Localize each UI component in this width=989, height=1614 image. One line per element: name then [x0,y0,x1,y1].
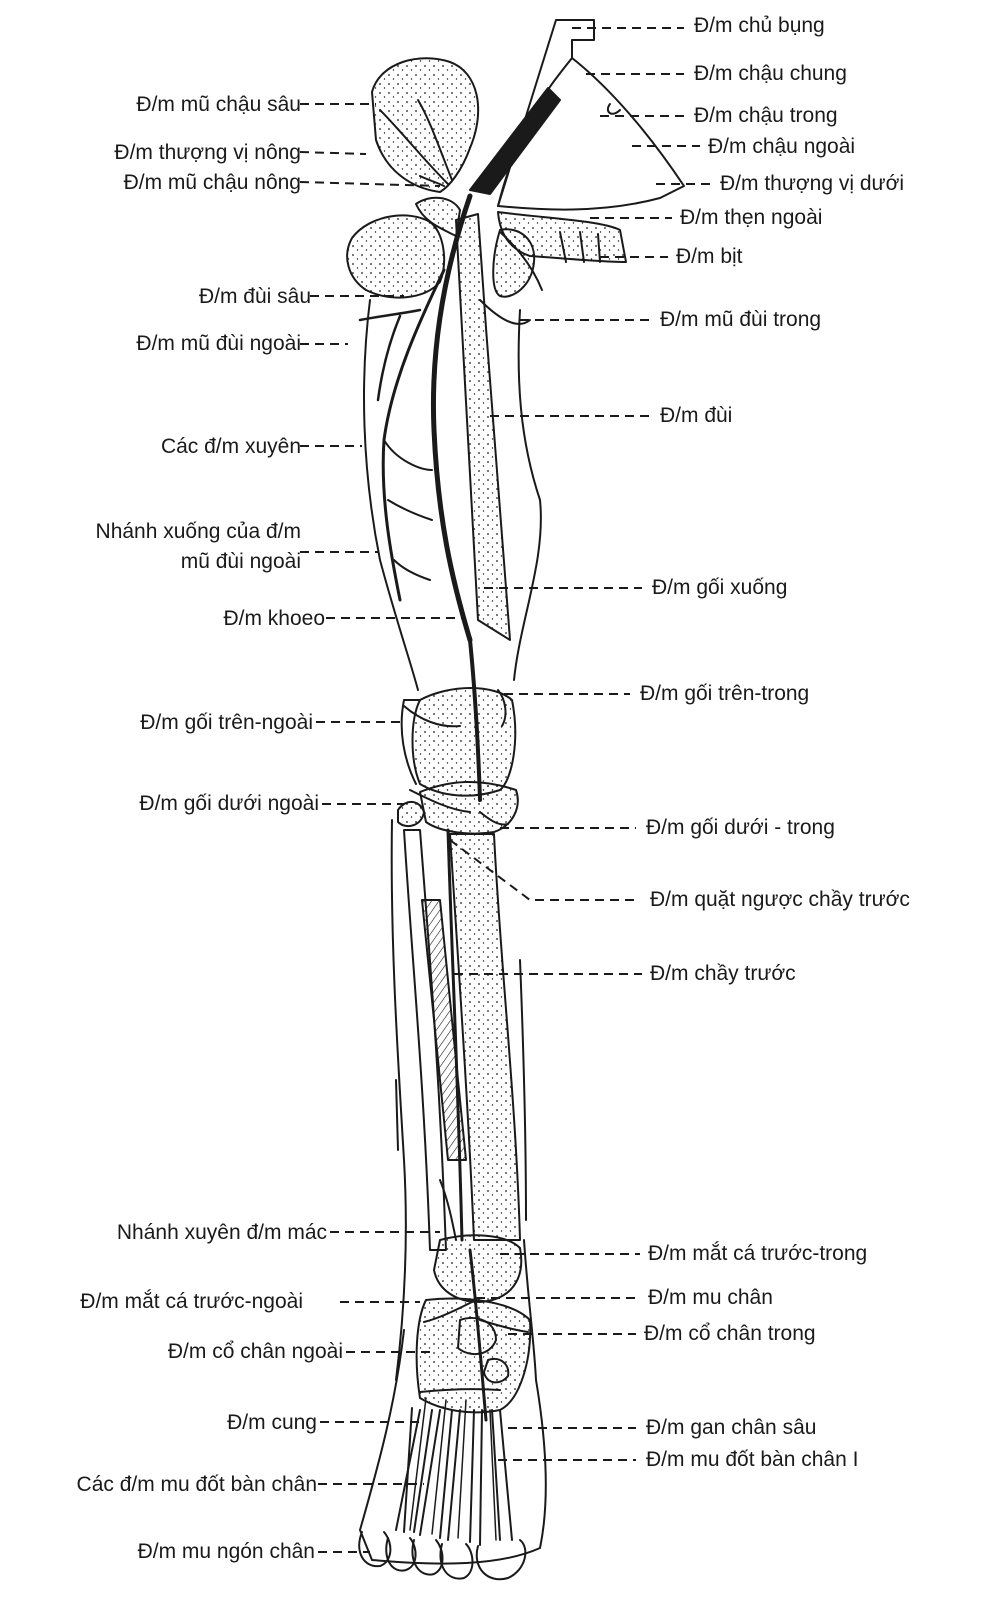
label-lateral-tarsal: Đ/m cổ chân ngoài [168,1340,343,1364]
label-medial-tarsal: Đ/m cổ chân trong [644,1322,816,1346]
label-anterior-lateral-malleolar: Đ/m mắt cá trước-ngoài [80,1290,303,1314]
label-anterior-medial-malleolar: Đ/m mắt cá trước-trong [648,1242,867,1266]
talus [434,1235,521,1302]
label-perforating-arteries: Các đ/m xuyên [161,435,301,459]
label-deep-circumflex-iliac: Đ/m mũ chậu sâu [136,93,301,117]
label-popliteal: Đ/m khoeo [223,607,325,631]
label-superficial-epigastric: Đ/m thượng vị nông [114,141,301,165]
label-inferior-epigastric: Đ/m thượng vị dưới [720,172,904,196]
lateral-circumflex [360,310,420,400]
femur-head [347,215,444,297]
label-anterior-tibial-recurrent: Đ/m quặt ngược chầy trước [650,888,910,912]
label-common-iliac: Đ/m chậu chung [694,62,847,86]
label-dorsal-metatarsal-arteries: Các đ/m mu đốt bàn chân [77,1473,317,1497]
label-first-dorsal-metatarsal: Đ/m mu đốt bàn chân I [646,1448,858,1472]
label-descending-branch-line2: mũ đùi ngoài [181,550,301,574]
label-deep-plantar: Đ/m gan chân sâu [646,1416,816,1440]
toe-3 [412,1540,442,1575]
label-superior-lateral-genicular: Đ/m gối trên-ngoài [140,711,313,735]
label-abdominal-aorta: Đ/m chủ bụng [694,14,825,38]
label-external-pudendal: Đ/m thẹn ngoài [680,206,822,230]
label-lateral-circumflex-femoral: Đ/m mũ đùi ngoài [136,332,301,356]
label-superficial-circumflex-iliac: Đ/m mũ chậu nông [124,171,301,195]
thigh-outline [364,300,418,690]
label-anterior-tibial: Đ/m chầy trước [650,962,796,986]
label-descending-genicular: Đ/m gối xuống [652,576,787,600]
label-inferior-medial-genicular: Đ/m gối dưới - trong [646,816,835,840]
toe-4 [440,1544,472,1579]
label-femoral: Đ/m đùi [660,404,732,428]
patella [413,688,516,796]
label-dorsal-digital: Đ/m mu ngón chân [138,1540,315,1564]
external-iliac-artery [470,88,560,194]
label-perforating-branch-fibular: Nhánh xuyên đ/m mác [117,1221,327,1245]
label-arcuate: Đ/m cung [227,1411,317,1435]
label-inferior-lateral-genicular: Đ/m gối dưới ngoài [139,792,319,816]
label-obturator: Đ/m bịt [676,245,743,269]
aorta-outline [498,20,684,210]
label-superior-medial-genicular: Đ/m gối trên-trong [640,682,809,706]
label-deep-femoral: Đ/m đùi sâu [199,285,311,309]
label-dorsalis-pedis: Đ/m mu chân [648,1286,773,1310]
label-descending-branch-line1: Nhánh xuống của đ/m [96,520,301,544]
label-internal-iliac: Đ/m chậu trong [694,104,838,128]
label-medial-circumflex-femoral: Đ/m mũ đùi trong [660,308,821,332]
iliac-bone [372,58,478,192]
label-external-iliac: Đ/m chậu ngoài [708,135,855,159]
tibia-head [420,782,518,834]
